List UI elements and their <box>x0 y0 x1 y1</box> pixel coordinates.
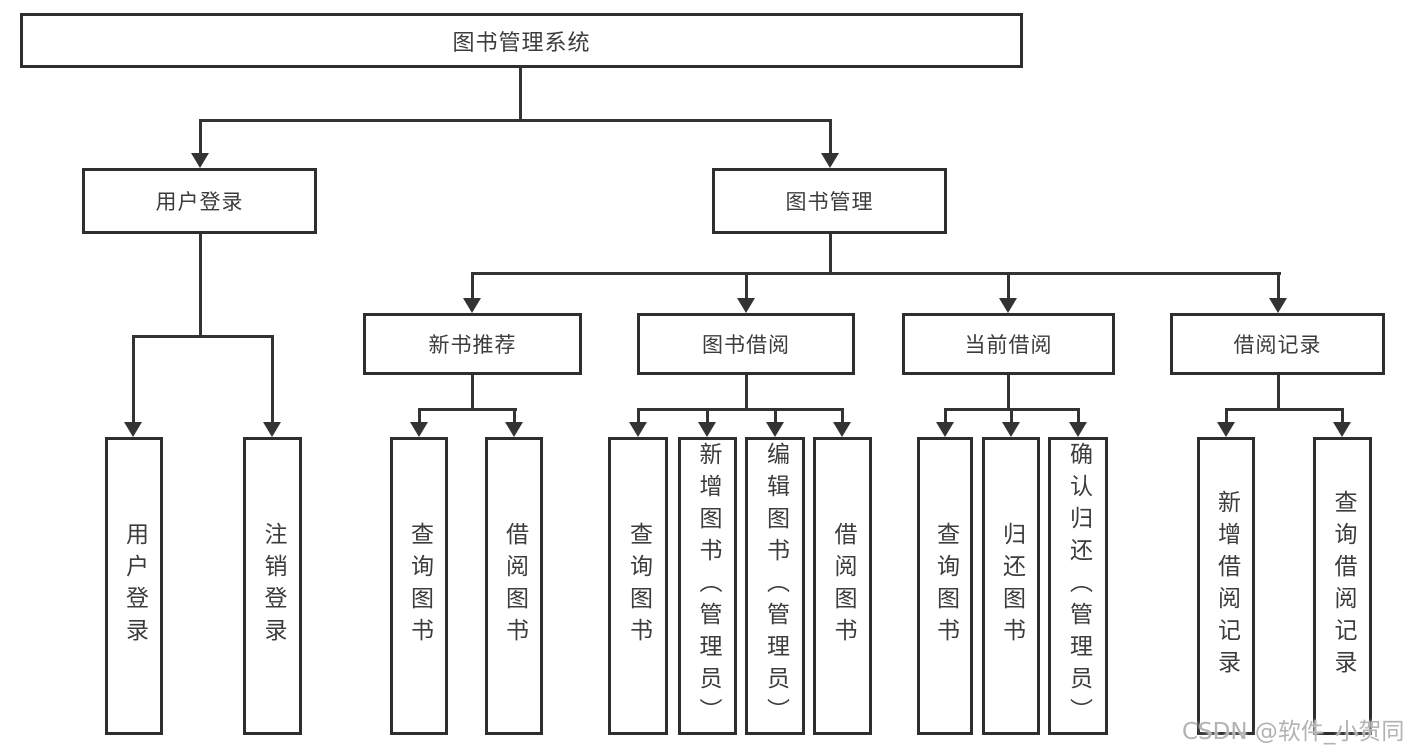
leaf-label: 查询图书 <box>932 522 959 650</box>
leaf-label: 借阅图书 <box>501 522 528 650</box>
arrowhead-leaf-login <box>124 422 142 437</box>
connector-userlogin-stem <box>199 234 202 338</box>
leaf-user-login: 用户登录 <box>105 437 163 735</box>
connector-drop-nb1 <box>418 408 421 423</box>
csdn-watermark: CSDN @软件_小贺同学 <box>1182 719 1405 745</box>
leaf-label: 借阅图书 <box>830 522 856 650</box>
arrowhead-cb1 <box>936 422 954 437</box>
connector-drop-borrow <box>745 272 748 301</box>
leaf-label: 查询图书 <box>406 522 433 650</box>
arrowhead-nb1 <box>410 422 428 437</box>
connector-drop-leaf-logout <box>271 335 274 423</box>
connector-userlogin-rail <box>132 335 274 338</box>
connector-drop-cb3 <box>1077 408 1080 423</box>
leaf-label: 确认归还（管理员） <box>1065 442 1092 730</box>
leaf-newbook-borrow: 借阅图书 <box>485 437 543 735</box>
connector-newbook-stem <box>471 375 474 411</box>
arrowhead-bb1 <box>629 422 647 437</box>
connector-newbook-rail <box>418 408 517 411</box>
arrowhead-newbook <box>463 298 481 313</box>
arrowhead-current <box>999 298 1017 313</box>
connector-drop-current <box>1007 272 1010 301</box>
node-book-management: 图书管理 <box>712 168 947 234</box>
arrowhead-bb3 <box>766 422 784 437</box>
connector-drop-rb2 <box>1341 408 1344 423</box>
leaf-label: 编辑图书（管理员） <box>762 442 789 730</box>
arrowhead-borrow <box>737 298 755 313</box>
connector-drop-nb2 <box>513 408 516 423</box>
node-borrow-records: 借阅记录 <box>1170 313 1385 375</box>
connector-records-rail <box>1225 408 1344 411</box>
arrowhead-bb4 <box>833 422 851 437</box>
leaf-borrow-borrow: 借阅图书 <box>813 437 872 735</box>
connector-drop-bb2 <box>706 408 709 423</box>
leaf-label: 新增借阅记录 <box>1213 490 1240 682</box>
connector-drop-cb1 <box>944 408 947 423</box>
leaf-label: 归还图书 <box>998 522 1025 650</box>
leaf-label: 注销登录 <box>260 522 286 650</box>
leaf-borrow-add-admin: 新增图书（管理员） <box>678 437 737 735</box>
arrowhead-nb2 <box>505 422 523 437</box>
arrowhead-bb2 <box>698 422 716 437</box>
leaf-current-query: 查询图书 <box>917 437 973 735</box>
connector-drop-newbook <box>471 272 474 301</box>
connector-drop-user-login <box>199 119 202 156</box>
connector-drop-book-mgmt <box>829 119 832 156</box>
leaf-label: 新增图书（管理员） <box>695 442 721 730</box>
connector-level1-rail <box>199 119 832 122</box>
node-book-borrow: 图书借阅 <box>637 313 855 375</box>
arrowhead-leaf-logout <box>263 422 281 437</box>
connector-borrow-stem <box>745 375 748 411</box>
leaf-label: 用户登录 <box>121 522 148 650</box>
connector-drop-records <box>1277 272 1280 301</box>
leaf-current-return: 归还图书 <box>982 437 1040 735</box>
connector-drop-bb1 <box>637 408 640 423</box>
leaf-records-add: 新增借阅记录 <box>1197 437 1255 735</box>
arrowhead-cb3 <box>1069 422 1087 437</box>
arrowhead-user-login <box>191 153 209 168</box>
node-root: 图书管理系统 <box>20 13 1023 68</box>
connector-current-stem <box>1007 375 1010 411</box>
connector-records-stem <box>1277 375 1280 411</box>
leaf-borrow-edit-admin: 编辑图书（管理员） <box>745 437 805 735</box>
connector-drop-bb4 <box>841 408 844 423</box>
connector-drop-bb3 <box>774 408 777 423</box>
arrowhead-book-mgmt <box>821 153 839 168</box>
leaf-logout: 注销登录 <box>243 437 302 735</box>
connector-level3-rail <box>471 272 1281 275</box>
connector-bookmgmt-stem <box>829 234 832 275</box>
leaf-label: 查询图书 <box>625 522 652 650</box>
node-new-book-recommend: 新书推荐 <box>363 313 582 375</box>
node-current-borrow: 当前借阅 <box>902 313 1115 375</box>
connector-drop-cb2 <box>1010 408 1013 423</box>
connector-drop-rb1 <box>1225 408 1228 423</box>
leaf-newbook-query: 查询图书 <box>390 437 448 735</box>
connector-drop-leaf-login <box>132 335 135 423</box>
arrowhead-records <box>1269 298 1287 313</box>
arrowhead-cb2 <box>1002 422 1020 437</box>
connector-borrow-rail <box>637 408 844 411</box>
leaf-label: 查询借阅记录 <box>1330 490 1356 682</box>
leaf-records-query: 查询借阅记录 <box>1313 437 1372 735</box>
arrowhead-rb1 <box>1217 422 1235 437</box>
leaf-borrow-query: 查询图书 <box>608 437 668 735</box>
leaf-current-confirm-admin: 确认归还（管理员） <box>1048 437 1108 735</box>
connector-root-stem <box>519 66 522 121</box>
node-user-login: 用户登录 <box>82 168 317 234</box>
arrowhead-rb2 <box>1333 422 1351 437</box>
